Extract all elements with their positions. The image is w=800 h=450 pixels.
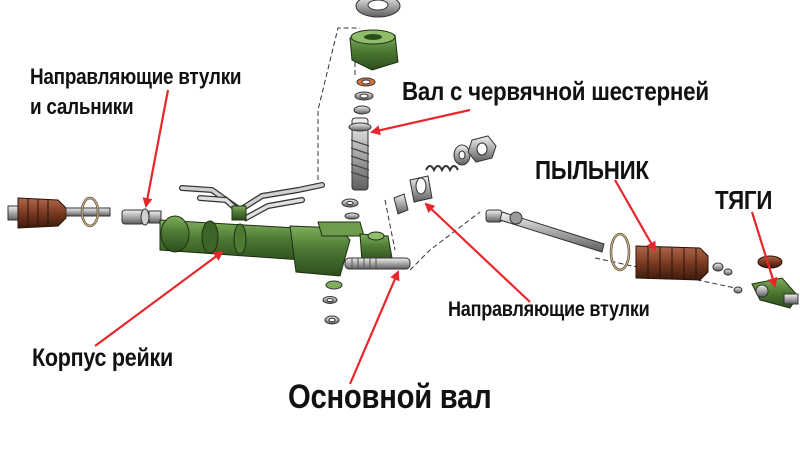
right-inner-tie-rod [485,209,605,253]
label-bushings-seals-line1: Направляющие втулки [30,64,242,89]
lower-mount-bolt [322,280,343,325]
label-bushings-seals-line2: и сальники [30,94,134,119]
label-boot: ПЫЛЬНИК [535,155,649,185]
worm-gear-shaft [348,117,372,191]
right-clamp [609,232,631,272]
arrow-tie-rods [750,211,778,288]
lower-pinion-rings [341,198,360,220]
arrow-main-shaft [348,270,400,385]
left-bushing-seal [121,208,162,226]
pinion-valve-housing [349,29,399,71]
callout-arrows [94,89,778,385]
main-shaft-rack [344,257,411,270]
arrow-rack-housing [94,250,224,347]
label-rack-housing: Корпус рейки [32,344,173,372]
hydraulic-tubes [179,182,325,222]
arrow-bushings-seals [142,89,170,208]
left-clamp [80,196,100,228]
worm-shaft-rings [353,77,376,115]
outer-tie-rod-end [751,255,799,309]
rack-housing [159,205,365,277]
arrow-boot [614,179,656,252]
label-guide-bushings: Направляющие втулки [448,298,650,321]
left-boot [7,197,111,229]
label-worm-gear-shaft: Вал с червячной шестерней [402,76,709,106]
arrow-guide-bushings [424,202,531,303]
arrow-worm-shaft [370,108,471,136]
housing-end-cap [359,231,393,263]
top-nut [355,0,401,18]
label-bushings-and-seals: Направляющие втулки и сальники [30,62,242,122]
guide-bushing-parts [393,175,433,215]
label-tie-rods: ТЯГИ [715,185,773,215]
adjuster-spring-nuts [425,135,497,173]
label-main-shaft: Основной вал [288,378,492,416]
right-boot [635,245,743,294]
